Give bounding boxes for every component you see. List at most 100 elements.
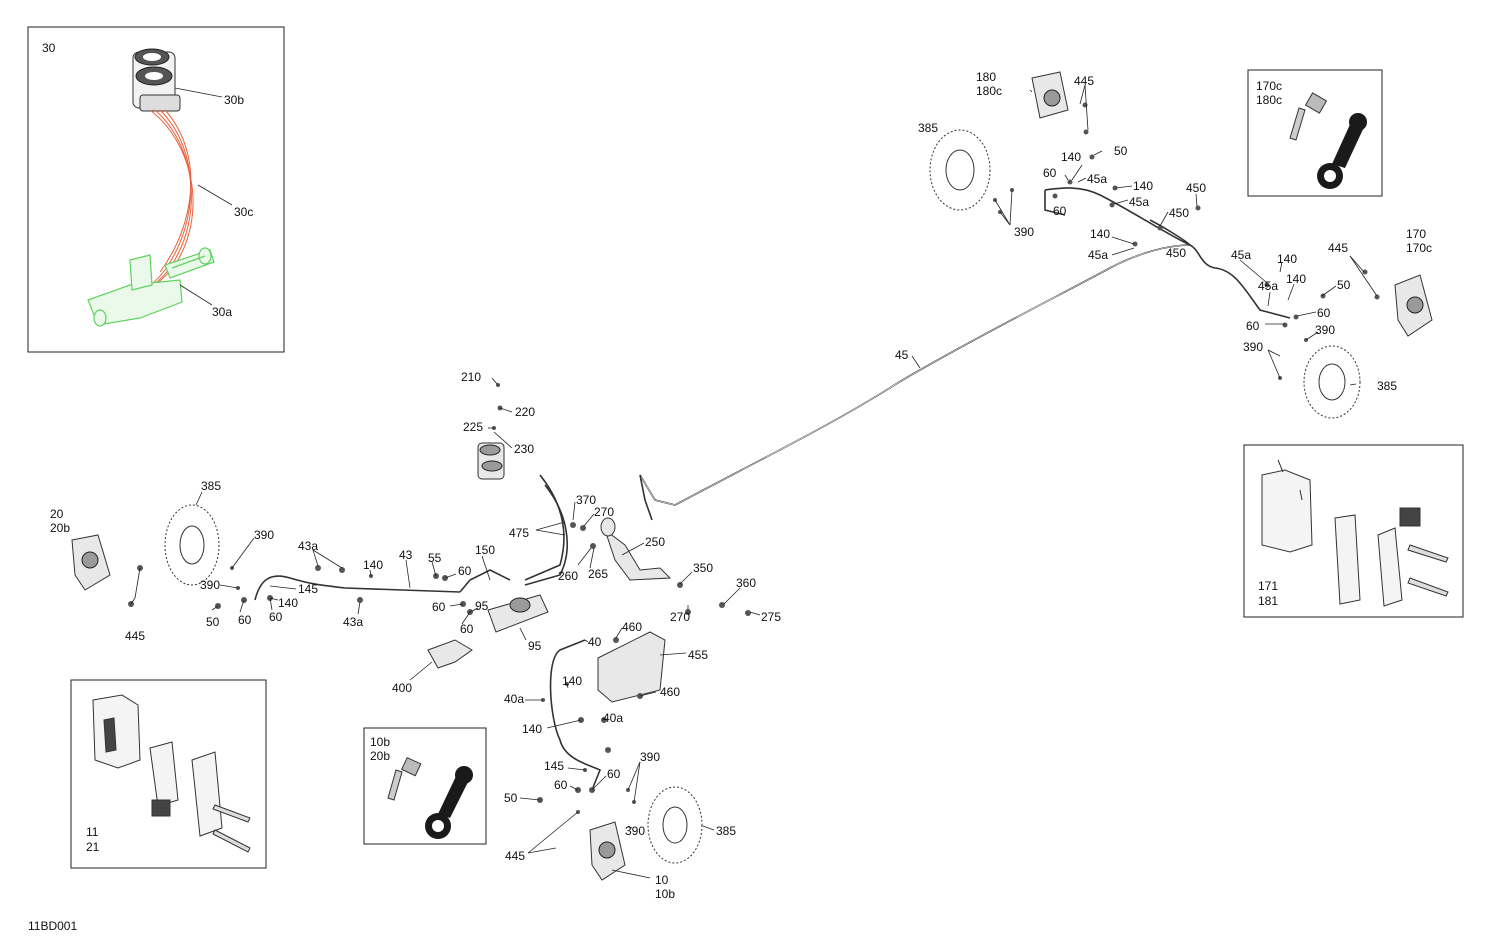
disc-385-front-right-part [647,786,703,864]
callout-220: 220 [515,405,535,419]
callout-140: 140 [1090,227,1110,241]
callout-145: 145 [298,582,318,596]
callout-445: 445 [1074,74,1094,88]
callout-labels: 180 180c 445 385 50 140 60 45a 140 45a 4… [50,70,1432,901]
label-180c: 180c [1256,93,1282,107]
callout-60: 60 [1317,306,1331,320]
callout-140: 140 [278,596,298,610]
callout-40: 40 [588,635,602,649]
callout-40a: 40a [504,692,524,706]
callout-43a: 43a [298,539,318,553]
callout-270: 270 [670,610,690,624]
callout-150: 150 [475,543,495,557]
inset-reservoir-title: 30 [42,41,56,55]
inset-rear-pads: 171 181 [1243,444,1464,618]
callout-390: 390 [625,824,645,838]
callout-140: 140 [562,674,582,688]
callout-145: 145 [544,759,564,773]
callout-60: 60 [1043,166,1057,180]
callout-43: 43 [399,548,413,562]
callout-445: 445 [1328,241,1348,255]
callout-60: 60 [607,767,621,781]
front-lines [254,474,602,791]
callout-450: 450 [1186,181,1206,195]
callout-445: 445 [505,849,525,863]
callout-225: 225 [463,420,483,434]
callout-60: 60 [1246,319,1260,333]
callout-95: 95 [475,599,489,613]
label-170c: 170c [1256,79,1282,93]
callout-360: 360 [736,576,756,590]
rear-pad-pins-part [1407,544,1449,597]
disc-385-rear-right-part [1303,345,1361,419]
caliper-20-part [71,534,111,591]
diagram-id: 11BD001 [28,919,77,933]
master-cylinder-95-part [487,594,549,633]
callout-140: 140 [363,558,383,572]
callout-45a: 45a [1088,248,1108,262]
callout-260: 260 [558,569,578,583]
callout-60: 60 [1053,204,1067,218]
callout-210: 210 [461,370,481,384]
callout-370: 370 [576,493,596,507]
main-brake-line-45 [639,244,1191,521]
callout-140: 140 [1061,150,1081,164]
callout-60: 60 [460,622,474,636]
caliper-170-part [1394,274,1433,337]
master-cylinder-part [87,247,215,327]
callout-180c: 180c [976,84,1002,98]
caliper-180-part [1031,71,1069,119]
callout-390: 390 [254,528,274,542]
callout-140: 140 [1133,179,1153,193]
callout-60: 60 [432,600,446,614]
callout-50: 50 [504,791,518,805]
callout-275: 275 [761,610,781,624]
callout-390: 390 [1014,225,1034,239]
front-caliper-bracket-part [92,694,223,837]
callout-170c: 170c [1406,241,1432,255]
callout-265: 265 [588,567,608,581]
callout-95: 95 [528,639,542,653]
callout-50: 50 [1337,278,1351,292]
callout-50: 50 [206,615,220,629]
callout-55: 55 [428,551,442,565]
callout-455: 455 [688,648,708,662]
label-10b: 10b [370,735,390,749]
callout-390: 390 [1243,340,1263,354]
label-30a: 30a [212,305,232,319]
label-11: 11 [86,825,99,839]
pedal-250-part [600,517,672,581]
callout-60: 60 [269,610,283,624]
callout-170: 170 [1406,227,1426,241]
callout-20b: 20b [50,521,70,535]
rear-right-lines [1044,187,1291,319]
callout-385: 385 [918,121,938,135]
bleeder-screw-front-part [387,756,422,801]
callout-475: 475 [509,526,529,540]
label-30b: 30b [224,93,244,107]
callout-450: 450 [1169,206,1189,220]
label-20b: 20b [370,749,390,763]
callout-140: 140 [1286,272,1306,286]
callout-385: 385 [201,479,221,493]
callout-445: 445 [125,629,145,643]
callout-43a: 43a [343,615,363,629]
callout-390: 390 [640,750,660,764]
callout-60: 60 [554,778,568,792]
callout-140: 140 [522,722,542,736]
front-pad-pins-part [212,804,251,853]
callout-10b: 10b [655,887,675,901]
label-181: 181 [1258,594,1278,608]
reservoir-230-part [477,442,505,480]
reservoir-hoses [115,109,194,305]
callout-45a: 45a [1258,279,1278,293]
callout-350: 350 [693,561,713,575]
bleeder-screw-part [1289,92,1328,141]
callout-400: 400 [392,681,412,695]
label-30c: 30c [234,205,253,219]
callout-140: 140 [1277,252,1297,266]
callout-270: 270 [594,505,614,519]
callout-45a: 45a [1087,172,1107,186]
callout-180: 180 [976,70,996,84]
